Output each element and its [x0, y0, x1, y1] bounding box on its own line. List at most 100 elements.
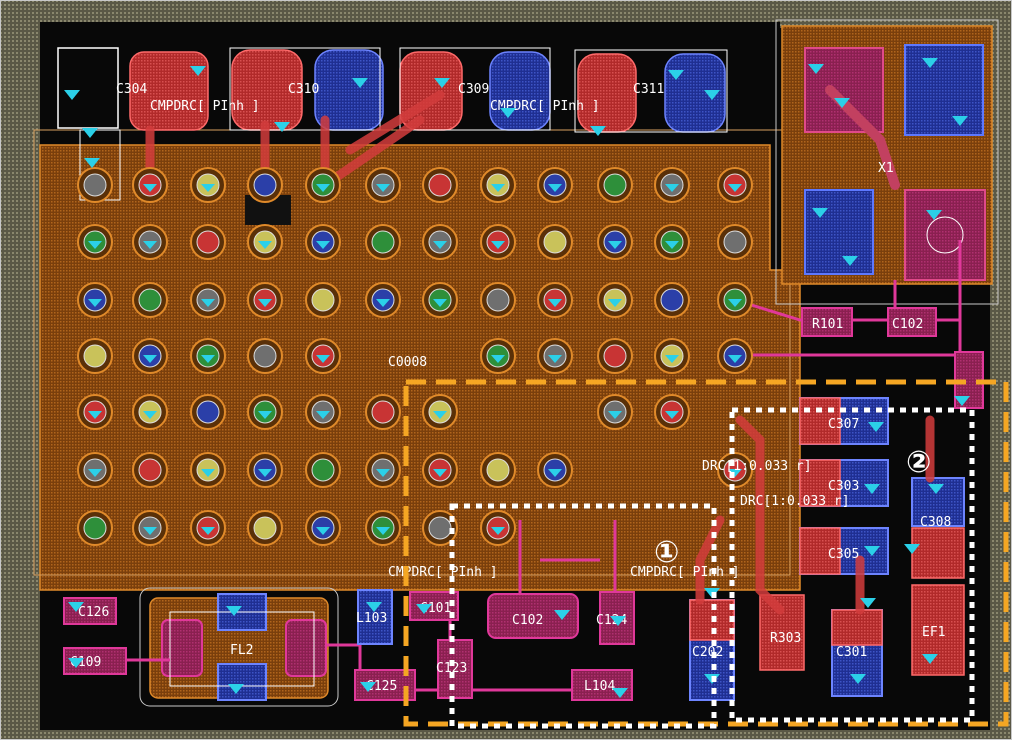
via-marker — [88, 411, 102, 419]
label-c126: C126 — [78, 605, 109, 620]
via-marker — [928, 484, 944, 494]
label-ef1: EF1 — [922, 625, 945, 640]
bga-ball-core — [253, 344, 277, 368]
via-marker — [143, 527, 157, 535]
via-marker — [610, 616, 626, 626]
region-outline-2[interactable] — [729, 407, 975, 723]
x1-pad-br — [904, 189, 986, 281]
label-cmpdrc-bottom2: CMPDRC[ PInh ] — [630, 565, 740, 580]
via-marker — [812, 208, 828, 218]
via-marker — [548, 355, 562, 363]
label-l104: L104 — [584, 679, 615, 694]
via-marker — [834, 98, 850, 108]
label-r101: R101 — [812, 317, 843, 332]
label-c309: C309 — [458, 82, 489, 97]
via-marker — [316, 355, 330, 363]
via-marker — [433, 411, 447, 419]
via-marker — [274, 122, 290, 132]
via-marker — [728, 299, 742, 307]
region-1-marker: ① — [654, 535, 679, 570]
via-marker — [201, 355, 215, 363]
via-marker — [258, 241, 272, 249]
bga-ball-core — [723, 230, 747, 254]
small-vias — [64, 58, 970, 698]
bottom-components — [63, 520, 635, 707]
via-marker — [808, 64, 824, 74]
bga-ball-core — [253, 173, 277, 197]
via-marker — [316, 527, 330, 535]
bga-ball-core — [138, 288, 162, 312]
via-marker — [954, 396, 970, 406]
via-marker — [143, 411, 157, 419]
label-cmpdrc-b: CMPDRC[ PInh ] — [490, 99, 600, 114]
label-c311: C311 — [633, 82, 664, 97]
via-marker — [82, 128, 98, 138]
via-marker — [548, 299, 562, 307]
region-outline-1[interactable] — [449, 503, 717, 729]
via-marker — [201, 299, 215, 307]
via-marker — [366, 602, 382, 612]
bga-ball-core — [543, 230, 567, 254]
via-marker — [316, 184, 330, 192]
via-marker — [491, 241, 505, 249]
label-cmpdrc-bottom: CMPDRC[ PInh ] — [388, 565, 498, 580]
bga-ball-core — [311, 288, 335, 312]
via-marker — [665, 411, 679, 419]
bga-ball-core — [603, 344, 627, 368]
via-marker — [226, 606, 242, 616]
via-marker — [376, 527, 390, 535]
via-marker — [228, 684, 244, 694]
via-marker — [665, 355, 679, 363]
via-marker — [850, 674, 866, 684]
via-marker — [704, 90, 720, 100]
bga-ball-core — [196, 230, 220, 254]
via-marker — [201, 527, 215, 535]
bga-ball-core — [660, 288, 684, 312]
label-c102: C102 — [892, 317, 923, 332]
label-c304: C304 — [116, 82, 147, 97]
via-marker — [922, 654, 938, 664]
region-outline-orange[interactable] — [403, 379, 1009, 727]
bga-ball-core — [371, 400, 395, 424]
via-marker — [190, 66, 206, 76]
via-marker — [548, 469, 562, 477]
via-marker — [904, 544, 920, 554]
bga-ball-core — [83, 516, 107, 540]
via-marker — [68, 658, 84, 668]
via-marker — [608, 411, 622, 419]
x1-pad-tl — [804, 47, 884, 133]
via-marker — [554, 610, 570, 620]
via-marker — [548, 184, 562, 192]
bga-ball-core — [138, 458, 162, 482]
label-c102b: C102 — [512, 613, 543, 628]
via-marker — [612, 688, 628, 698]
label-drc-a: DRC[1:0.033 r] — [702, 459, 812, 474]
via-marker — [491, 184, 505, 192]
via-marker — [665, 184, 679, 192]
via-marker — [608, 241, 622, 249]
bga-ball-core — [486, 458, 510, 482]
region-2-marker: ② — [906, 445, 931, 480]
via-marker — [376, 469, 390, 477]
via-marker — [84, 158, 100, 168]
bga-ball-core — [428, 173, 452, 197]
via-marker — [360, 682, 376, 692]
bga-ball-core — [371, 230, 395, 254]
via-marker — [952, 116, 968, 126]
bga-ball-core — [83, 173, 107, 197]
via-marker — [258, 299, 272, 307]
via-marker — [728, 469, 742, 477]
via-marker — [491, 527, 505, 535]
bga-ball-core — [428, 516, 452, 540]
via-marker — [608, 299, 622, 307]
via-marker — [201, 184, 215, 192]
via-marker — [316, 241, 330, 249]
via-marker — [64, 90, 80, 100]
label-c202: C202 — [692, 645, 723, 660]
via-marker — [728, 184, 742, 192]
via-marker — [258, 411, 272, 419]
via-marker — [143, 355, 157, 363]
via-marker — [922, 58, 938, 68]
via-marker — [416, 604, 432, 614]
